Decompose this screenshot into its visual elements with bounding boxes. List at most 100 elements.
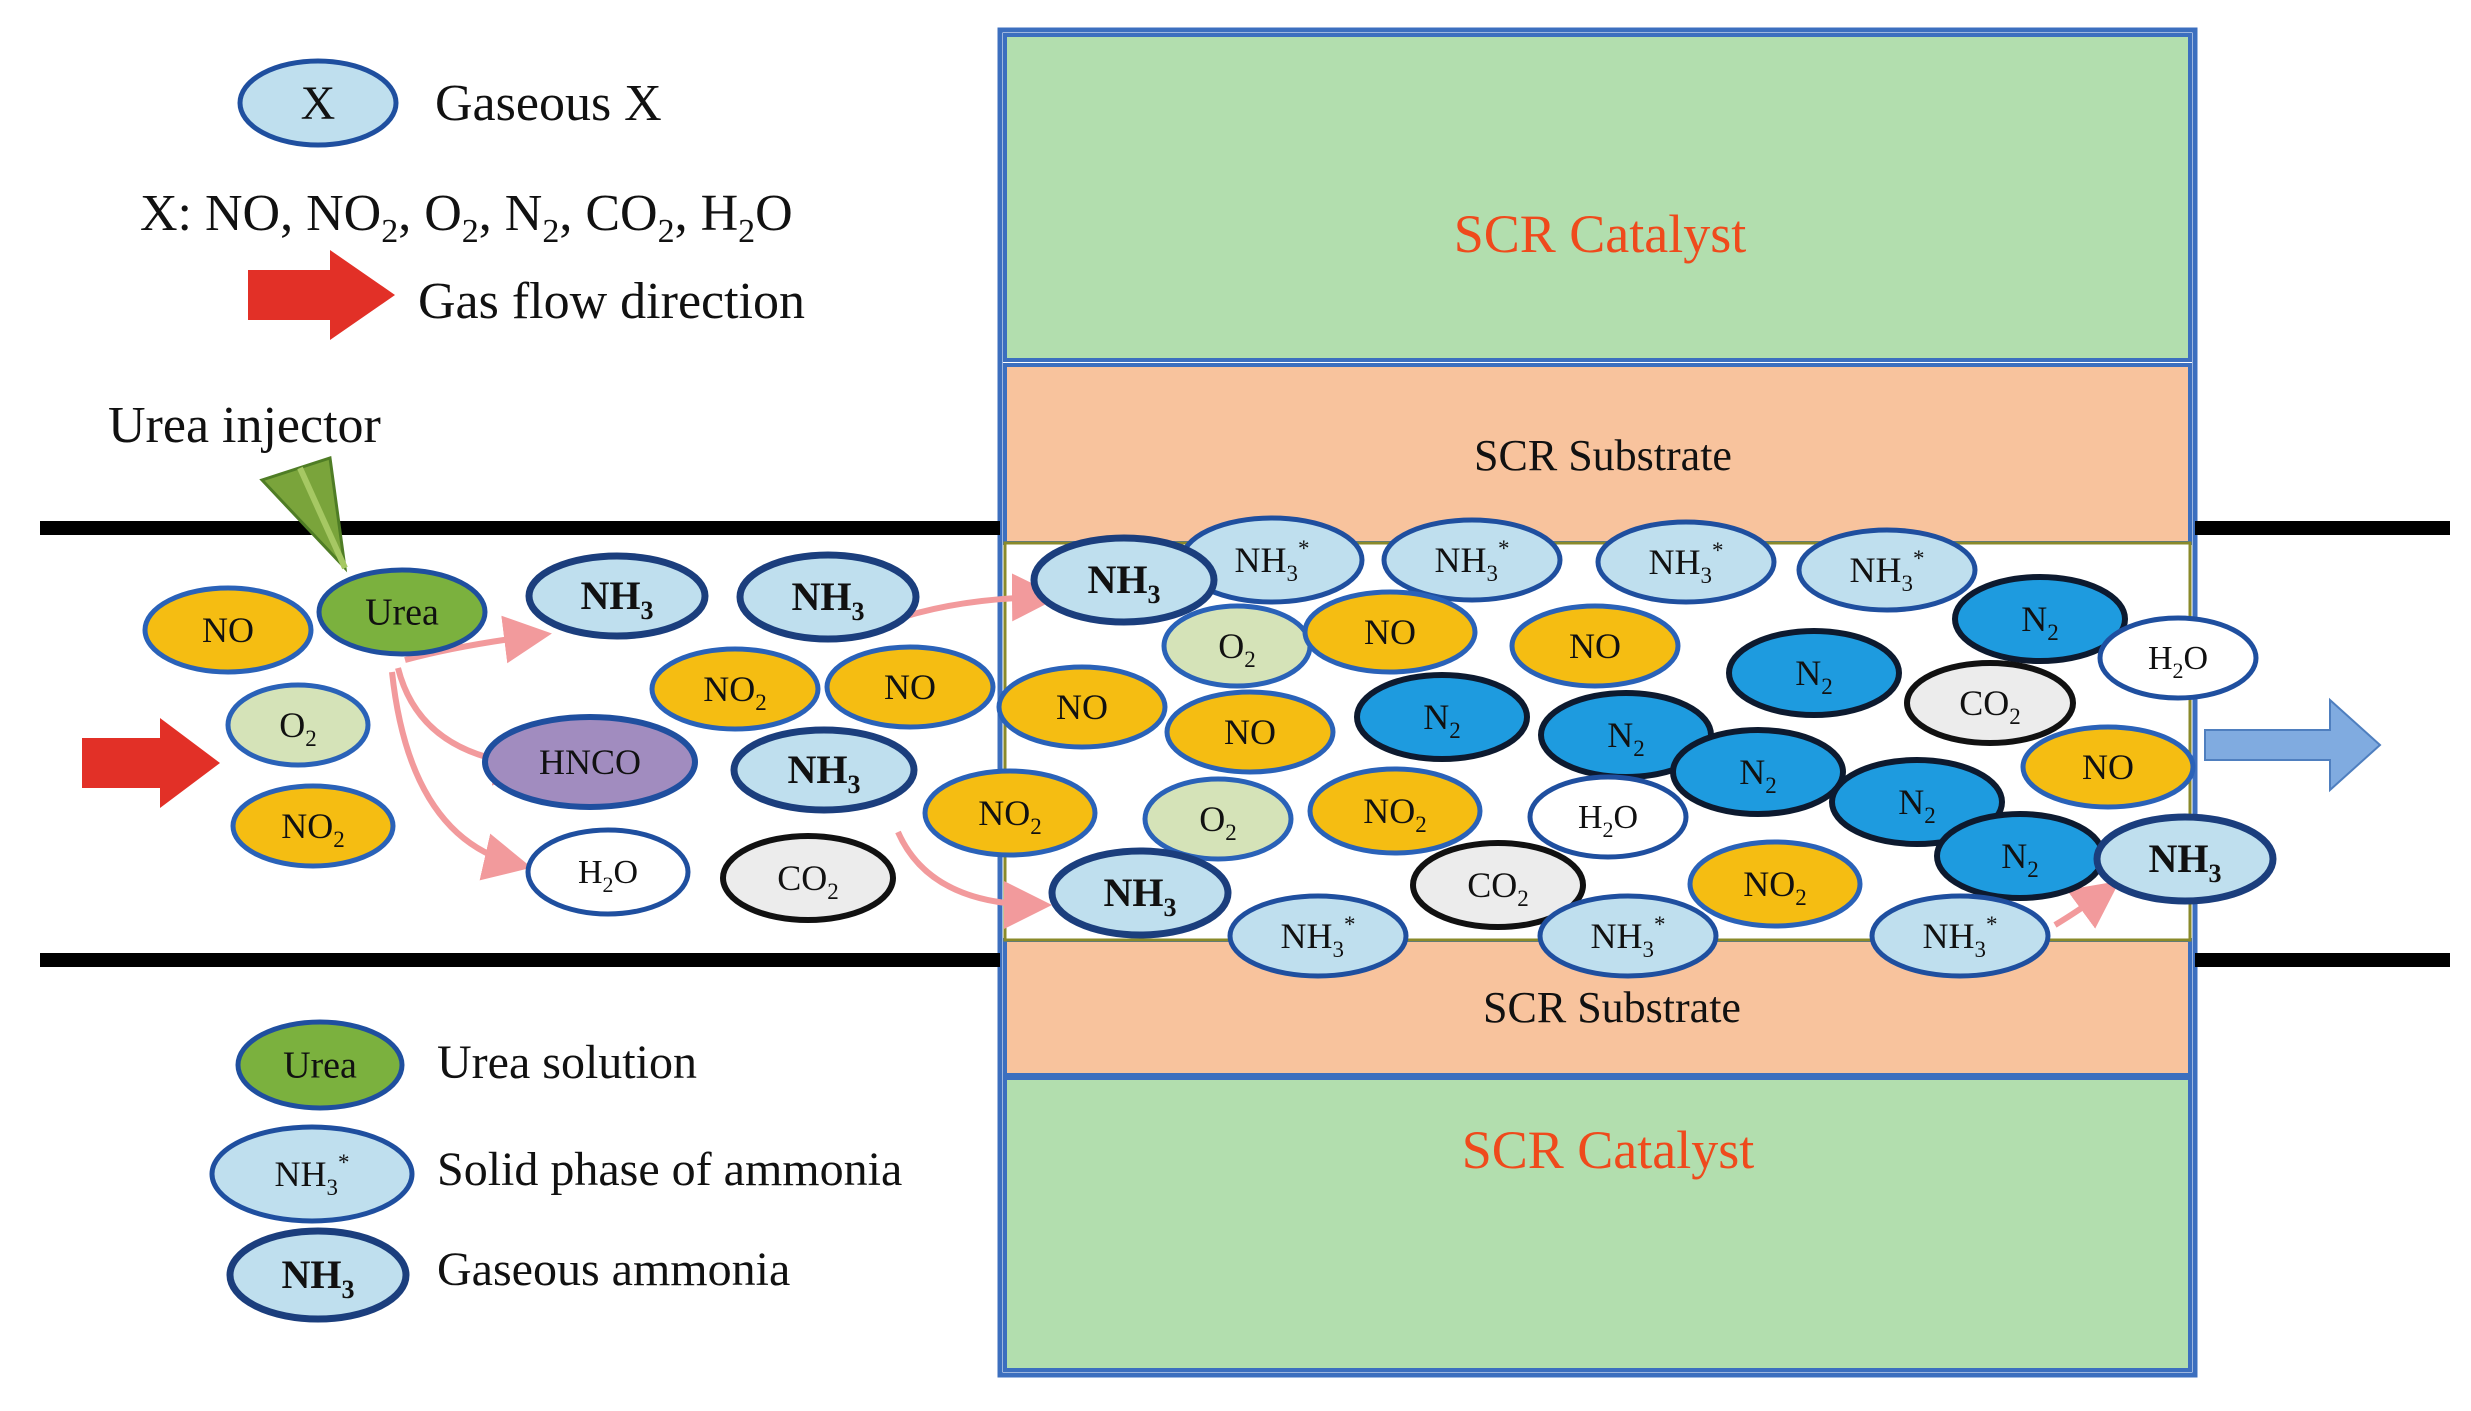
molecule-nh3s: NH3* bbox=[1869, 893, 2051, 979]
molecule-ellipse bbox=[649, 646, 821, 732]
molecule-ellipse bbox=[235, 1019, 405, 1111]
legend-solid-label: Solid phase of ammonia bbox=[437, 1143, 902, 1196]
legend-gas-nh3-label: Gaseous ammonia bbox=[437, 1243, 790, 1296]
molecule-label: NO bbox=[2082, 747, 2134, 787]
molecule-ellipse bbox=[1670, 727, 1846, 817]
molecule-label: CO2 bbox=[777, 858, 839, 904]
molecule-label: NO bbox=[1056, 687, 1108, 727]
molecule-ellipse bbox=[1142, 776, 1294, 862]
molecule-ellipse bbox=[736, 551, 920, 643]
molecule-no: NO bbox=[142, 585, 314, 675]
substrate-top-label: SCR Substrate bbox=[1474, 431, 1732, 480]
catalyst-top-label: SCR Catalyst bbox=[1454, 204, 1747, 264]
molecule-urea: Urea bbox=[235, 1019, 405, 1111]
urea-to-nh3-arrow bbox=[404, 615, 552, 664]
molecule-no: NO bbox=[1164, 689, 1336, 775]
molecule-label: NO2 bbox=[703, 669, 767, 715]
molecule-ellipse bbox=[1509, 603, 1681, 689]
molecule-ellipse bbox=[1227, 893, 1409, 979]
catalyst-top-block bbox=[1003, 33, 2192, 362]
molecule-ellipse bbox=[142, 585, 314, 675]
gas-to-catalyst-arrow bbox=[895, 830, 1052, 929]
molecule-nh3s: NH3* bbox=[1381, 517, 1563, 603]
molecule-nh3: NH3 bbox=[730, 726, 918, 814]
x-list-part: , O bbox=[398, 185, 462, 242]
molecule-ellipse bbox=[2020, 724, 2196, 810]
molecule-urea: Urea bbox=[316, 567, 488, 657]
molecule-ellipse bbox=[525, 552, 709, 640]
molecule-label: NH3 bbox=[788, 747, 861, 799]
molecule-ellipse bbox=[1726, 628, 1902, 718]
molecule-ellipse bbox=[209, 1124, 415, 1224]
molecule-label: NH3* bbox=[1649, 538, 1724, 588]
legend-flow-label: Gas flow direction bbox=[418, 273, 805, 330]
molecule-label: NH3 bbox=[1104, 870, 1177, 922]
molecule-label: NH3 bbox=[581, 573, 654, 625]
molecule-label: O2 bbox=[1218, 626, 1256, 672]
molecule-label: NH3* bbox=[1923, 912, 1998, 962]
molecule-no2: NO2 bbox=[649, 646, 821, 732]
molecule-nh3s: NH3* bbox=[1595, 519, 1777, 605]
x-list-part: , N bbox=[479, 185, 543, 242]
molecule-ellipse bbox=[824, 644, 996, 730]
molecule-label: O2 bbox=[279, 705, 317, 751]
molecule-ellipse bbox=[1302, 589, 1478, 675]
molecule-label: NO2 bbox=[1363, 791, 1427, 837]
molecule-no: NO bbox=[1302, 589, 1478, 675]
x-list-part: , H bbox=[675, 185, 739, 242]
molecule-label: N2 bbox=[2021, 599, 2059, 645]
molecule-ellipse bbox=[1829, 757, 2005, 847]
molecule-ellipse bbox=[1164, 689, 1336, 775]
molecule-label: NO bbox=[202, 610, 254, 650]
molecule-nh3: NH3 bbox=[1030, 534, 1218, 626]
molecule-ellipse bbox=[525, 827, 691, 917]
molecule-label: N2 bbox=[1423, 697, 1461, 743]
molecule-nh3s: NH3* bbox=[1179, 515, 1365, 605]
molecule-label: NH3 bbox=[2149, 836, 2222, 888]
x-list-part: O bbox=[755, 185, 793, 242]
molecule-ellipse bbox=[1354, 672, 1530, 762]
molecule-ellipse bbox=[1410, 840, 1586, 930]
x-list-part: 2 bbox=[738, 213, 755, 250]
molecule-ellipse bbox=[996, 664, 1168, 750]
molecule-o2: O2 bbox=[225, 682, 371, 768]
molecule-ellipse bbox=[1796, 527, 1978, 613]
molecule-nh3s: NH3* bbox=[1537, 893, 1719, 979]
legend-gaseous-symbol bbox=[237, 58, 399, 148]
molecule-ellipse bbox=[730, 726, 918, 814]
molecule-no: NO bbox=[996, 664, 1168, 750]
urea-injector-nozzle bbox=[259, 456, 348, 573]
molecule-label: NH3* bbox=[1435, 536, 1510, 586]
molecule-ellipse bbox=[230, 783, 396, 869]
molecule-ellipse bbox=[1307, 766, 1483, 856]
molecule-label: NH3 bbox=[792, 574, 865, 626]
molecule-label: H2O bbox=[1578, 799, 1638, 842]
substrate-bottom-label: SCR Substrate bbox=[1483, 983, 1741, 1032]
molecule-no: NO bbox=[1509, 603, 1681, 689]
molecule-label: NO2 bbox=[1743, 864, 1807, 910]
molecule-no2: NO2 bbox=[230, 783, 396, 869]
molecule-nh3: NH3 bbox=[226, 1227, 410, 1323]
molecule-label: N2 bbox=[2001, 836, 2039, 882]
legend-gaseous-symbol-text: X bbox=[301, 77, 336, 130]
molecule-label: NO bbox=[1364, 612, 1416, 652]
molecule-label: NH3* bbox=[1591, 912, 1666, 962]
molecule-ellipse bbox=[1952, 574, 2128, 664]
x-list-part: 2 bbox=[658, 213, 675, 250]
molecule-ellipse bbox=[1527, 774, 1689, 860]
catalyst-bottom-label: SCR Catalyst bbox=[1462, 1120, 1755, 1180]
x-list-part: , CO bbox=[559, 185, 657, 242]
molecule-h2o: H2O bbox=[2097, 615, 2259, 701]
molecule-n2: N2 bbox=[1952, 574, 2128, 664]
molecule-label: Urea bbox=[365, 592, 439, 634]
molecule-label: NO bbox=[1569, 626, 1621, 666]
molecule-label: NH3* bbox=[275, 1150, 350, 1200]
molecule-label: O2 bbox=[1199, 799, 1237, 845]
molecule-ellipse bbox=[1869, 893, 2051, 979]
molecule-co2: CO2 bbox=[720, 833, 896, 923]
molecule-no2: NO2 bbox=[922, 768, 1098, 858]
molecule-ellipse bbox=[1048, 847, 1232, 939]
molecule-label: H2O bbox=[578, 854, 638, 897]
molecule-nh3s: NH3* bbox=[209, 1124, 415, 1224]
